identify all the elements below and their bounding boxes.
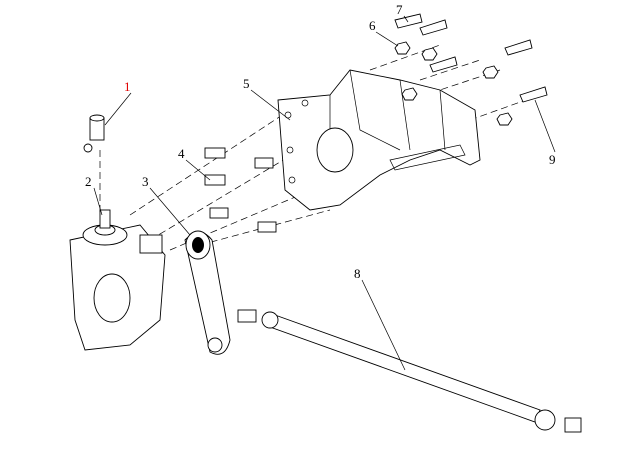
callout-2: 2	[85, 174, 92, 189]
callout-4: 4	[178, 146, 185, 161]
nuts	[394, 41, 513, 126]
callout-5: 5	[243, 76, 250, 91]
pitman-arm	[184, 230, 231, 355]
callout-8: 8	[354, 266, 361, 281]
leader-lines	[93, 15, 556, 371]
callout-7: 7	[396, 2, 403, 17]
callout-9: 9	[549, 152, 556, 167]
steering-gear	[69, 209, 166, 351]
callout-1: 1	[124, 79, 131, 94]
callout-6: 6	[369, 18, 376, 33]
bolts	[204, 13, 548, 233]
fitting-part	[83, 114, 105, 153]
tie-rod	[237, 309, 582, 433]
mounting-bracket	[277, 69, 481, 211]
callout-3: 3	[142, 174, 149, 189]
